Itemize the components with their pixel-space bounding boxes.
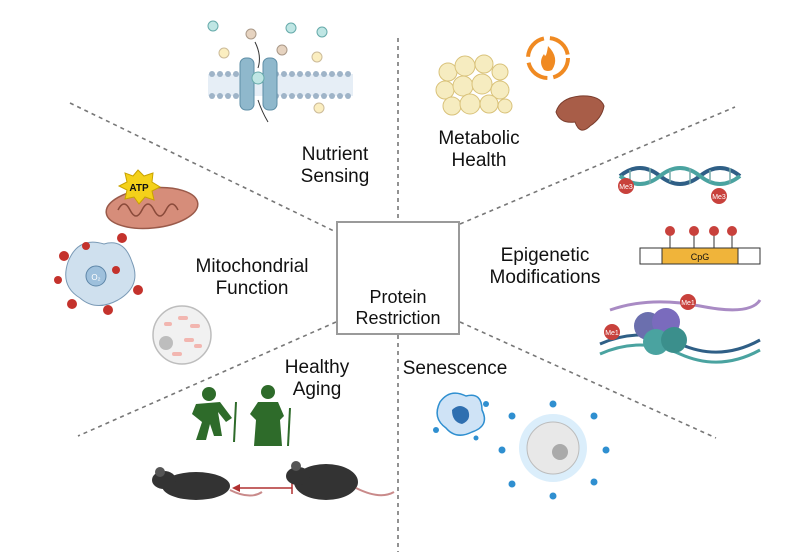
divider-lower-right — [459, 321, 717, 439]
metabolic-health-label: Metabolic Health — [438, 128, 520, 171]
center-label-line1: Protein — [369, 287, 427, 307]
center-label-line2: Restriction — [355, 308, 441, 328]
nucleosome-icon: Me1 Me1 — [599, 294, 762, 364]
divider-upper-right — [459, 106, 736, 225]
elderly-couple-icon — [192, 385, 291, 447]
section-dividers — [69, 38, 736, 552]
healthy-aging-label: Healthy Aging — [284, 357, 350, 400]
senescent-cell-icon — [498, 400, 610, 500]
nutrient-sensing-label: Nutrient Sensing — [300, 144, 370, 187]
me1-label-1: Me1 — [605, 330, 619, 337]
me1-label-2: Me1 — [681, 300, 695, 307]
mitochondrial-function-label: Mitochondrial Function — [195, 256, 309, 299]
cpg-label: CpG — [691, 252, 710, 262]
senescence-label: Senescence — [402, 358, 508, 379]
center-label: Protein Restriction — [338, 287, 458, 329]
me3-label-2: Me3 — [712, 194, 726, 201]
membrane-channel-icon — [207, 20, 353, 123]
dna-helix-icon: Me3 Me3 — [618, 166, 742, 204]
atp-burst-icon: ATP — [117, 169, 162, 205]
divider-upper-left — [69, 102, 337, 233]
divider-lower-left — [77, 321, 337, 437]
ros-cell-icon: O₂ — [54, 233, 143, 315]
damaged-mito-cell-icon — [152, 305, 212, 365]
cpg-methylation-icon: CpG — [639, 226, 761, 265]
flame-cycle-icon — [526, 36, 570, 80]
blue-cell-icon — [433, 392, 489, 441]
ros-label: O₂ — [91, 273, 100, 282]
atp-label: ATP — [129, 183, 149, 194]
epigenetic-modifications-label: Epigenetic Modifications — [489, 245, 601, 288]
liver-icon — [555, 95, 605, 131]
mice-comparison-icon — [152, 461, 395, 500]
me3-label-1: Me3 — [619, 184, 633, 191]
fat-cells-icon — [435, 54, 513, 116]
center-box: Protein Restriction — [336, 221, 460, 335]
